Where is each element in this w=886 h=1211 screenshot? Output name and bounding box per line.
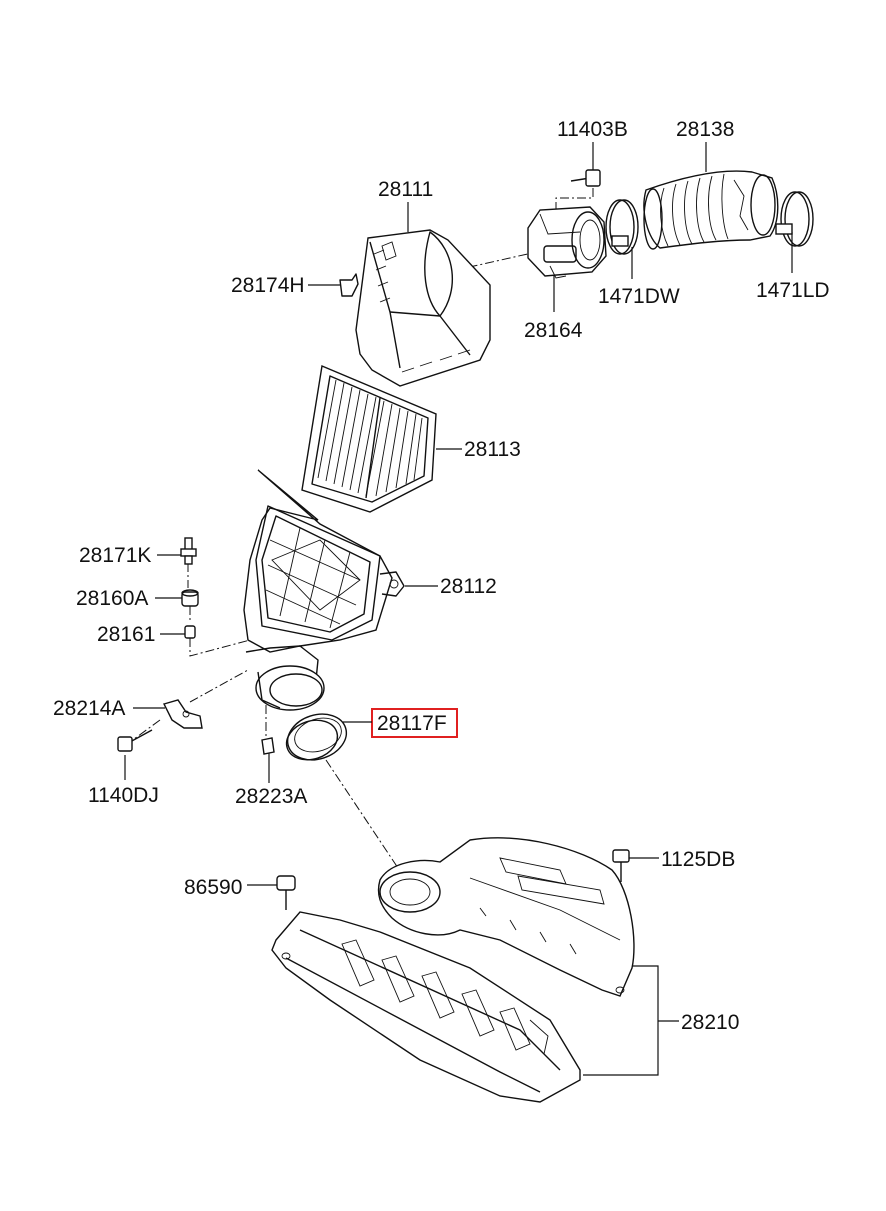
- label-28160A: 28160A: [76, 587, 148, 610]
- intake-hose-28138: [643, 170, 779, 250]
- highlight-box: [371, 708, 458, 738]
- label-28112: 28112: [440, 575, 497, 598]
- air-cleaner-body-28112: [243, 469, 405, 691]
- clamp-1471DW-icon: [605, 199, 639, 255]
- grommet-28160A-icon: [181, 589, 199, 607]
- label-28223A: 28223A: [235, 785, 307, 808]
- air-duct-28210: [271, 837, 635, 1103]
- label-1125DB: 1125DB: [661, 848, 735, 871]
- label-1471DW: 1471DW: [598, 285, 680, 308]
- body-outlet: [255, 665, 325, 711]
- label-28214A: 28214A: [53, 697, 125, 720]
- label-28210: 28210: [681, 1011, 739, 1034]
- collar-28161-icon: [184, 625, 196, 639]
- filter-element-28113: [301, 365, 437, 513]
- bolt-11403B-icon: [570, 169, 601, 187]
- label-28161: 28161: [97, 623, 155, 646]
- bolt-1140DJ-icon: [117, 729, 153, 752]
- label-28171K: 28171K: [79, 544, 151, 567]
- label-28174H: 28174H: [231, 274, 305, 297]
- label-11403B: 11403B: [557, 118, 628, 141]
- label-28113: 28113: [464, 438, 521, 461]
- assembly-lines: [129, 188, 594, 869]
- air-cleaner-cover-28111: [355, 229, 491, 387]
- label-86590: 86590: [184, 876, 242, 899]
- clip-28174H-icon: [339, 273, 359, 297]
- clamp-1471LD-icon: [775, 191, 814, 247]
- air-flow-sensor-28164: [527, 206, 607, 279]
- label-1140DJ: 1140DJ: [88, 784, 159, 807]
- label-28111: 28111: [378, 178, 433, 201]
- label-1471LD: 1471LD: [756, 279, 830, 302]
- label-28117F[interactable]: 28117F: [377, 712, 447, 735]
- bracket-28214A-icon: [162, 699, 203, 729]
- clip-28223A-icon: [261, 737, 275, 755]
- bolt-1125DB-icon: [612, 849, 630, 882]
- label-28138: 28138: [676, 118, 734, 141]
- seal-ring-28117F[interactable]: [281, 707, 352, 767]
- bolt-28171K-icon: [180, 537, 197, 565]
- label-28164: 28164: [524, 319, 583, 342]
- bolt-86590-icon: [276, 875, 296, 910]
